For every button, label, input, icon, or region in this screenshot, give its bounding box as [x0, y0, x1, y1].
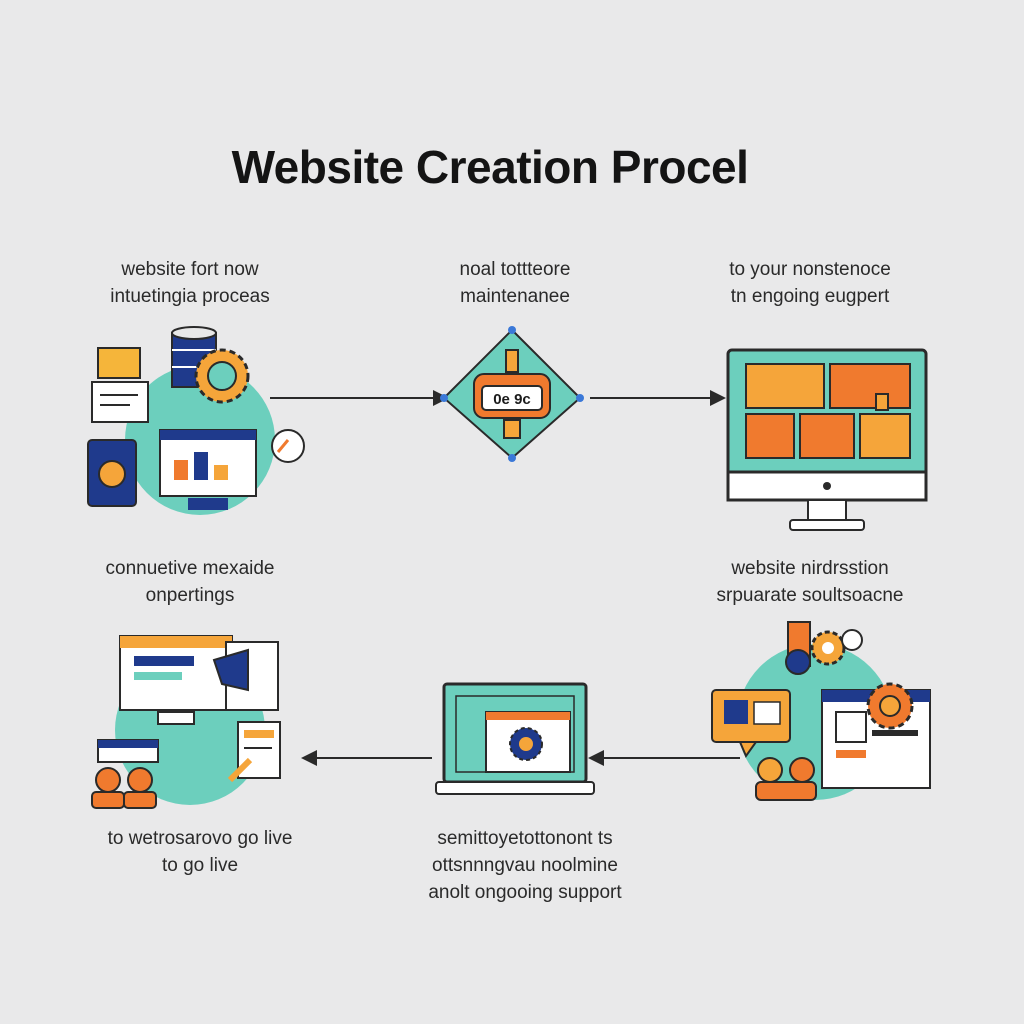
document-icon — [91, 381, 149, 423]
step-caption-7: semittoyetottonont ts ottsnnngvau noolmi… — [428, 828, 622, 903]
gear-icon — [866, 682, 914, 730]
monitor-icon — [159, 429, 257, 510]
badge-text: 0e 9c — [493, 391, 531, 408]
desktop-grid-icon — [726, 348, 928, 531]
step-caption-4: connuetive mexaide onpertings — [105, 558, 275, 606]
gear-icon — [194, 348, 250, 404]
laptop-icon — [435, 682, 595, 795]
diamond-badge-icon: 0e 9c — [440, 326, 584, 462]
cluster-integration — [711, 621, 931, 801]
step-caption-1: website fort now intuetingia proceas — [110, 259, 270, 307]
gear-icon — [810, 630, 846, 666]
people-icon — [755, 757, 817, 801]
diagram-title: Website Creation Procel — [231, 141, 749, 193]
gauge-icon — [271, 429, 305, 463]
cluster-go-live — [91, 635, 281, 809]
cluster-planning — [87, 326, 305, 515]
step-caption-5: website nirdrsstion srpuarate soultsoacn… — [716, 558, 904, 606]
people-icon — [91, 767, 157, 809]
chat-bubble-icon — [711, 689, 791, 759]
step-caption-2: noal tottteore maintenanee — [459, 259, 571, 307]
step-caption-6: to wetrosarovo go live to go live — [107, 828, 293, 876]
step-caption-3: to your nonstenoce tn engoing eugpert — [729, 259, 891, 307]
package-icon — [97, 347, 141, 379]
